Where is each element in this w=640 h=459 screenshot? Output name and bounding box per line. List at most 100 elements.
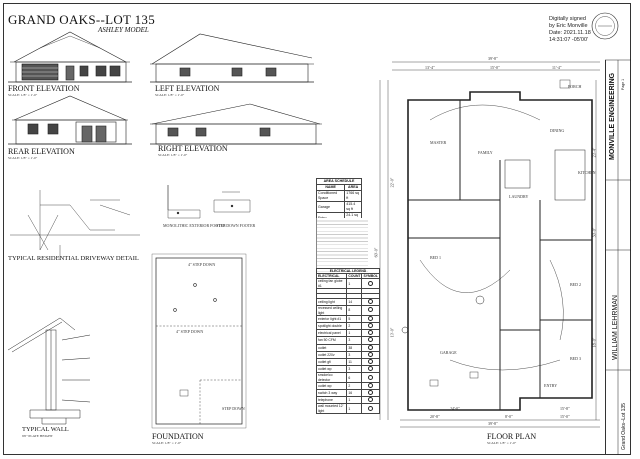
legend-symbol-icon [368, 390, 374, 396]
dimension-label: 39'-8" [488, 56, 498, 61]
table-cell: outlet wp [315, 381, 348, 391]
room-label-porch: PORCH [568, 84, 582, 89]
legend-symbol-icon [368, 359, 374, 365]
rear-elevation-label: REAR ELEVATION [8, 147, 75, 156]
legend-symbol-icon [368, 323, 374, 328]
page-number: Page 1 [621, 78, 625, 90]
table-cell: Conditioned Space [315, 190, 346, 202]
table-cell: telephone [315, 396, 348, 405]
designer-name: WILLIAM LEHRMAN [612, 295, 619, 360]
monolithic-footer-label: MONOLITHIC EXTERIOR FOOTER [163, 223, 226, 228]
driveway-detail-drawing [10, 190, 140, 260]
room-label-bed1: BED 1 [430, 255, 441, 260]
room-label-entry: ENTRY [544, 383, 558, 388]
table-cell [361, 292, 380, 300]
dimension-label: 13'-0" [389, 327, 395, 338]
footer-details-drawing [167, 185, 251, 219]
table-cell: 3 [346, 336, 363, 345]
legend-symbol-icon [368, 374, 374, 380]
table-cell [346, 292, 363, 300]
table-cell: outlet wp [315, 365, 348, 374]
table-cell: 415.4 sq ft [344, 201, 362, 213]
legend-symbol-icon [368, 280, 374, 286]
scale-note: SCALE: 1/8" = 1'-0" [155, 93, 185, 97]
electrical-legend-table: ELECTRICAL LEGEND ELECTRICAL COUNT SYMBO… [315, 267, 380, 414]
dimension-label: 39'-8" [488, 421, 498, 426]
table-cell [315, 292, 348, 300]
table-cell [361, 278, 380, 289]
signature-line: by Eric Monville [549, 23, 588, 29]
scale-note: SCALE: 1/8" = 1'-0" [152, 441, 182, 445]
dimension-label: 8'-0" [505, 414, 513, 419]
table-cell [361, 372, 380, 383]
room-label-bed3: BED 3 [570, 356, 581, 361]
foundation-label: FOUNDATION [152, 432, 204, 441]
dimension-label: 15'-0" [560, 414, 570, 419]
room-label-family: FAMILY [478, 150, 493, 155]
table-cell: outlet 220v [315, 350, 348, 360]
table-cell: exterior light #1 [315, 314, 348, 324]
table-cell: 2 [346, 381, 363, 391]
legend-symbol-icon [368, 299, 374, 305]
table-cell [361, 396, 380, 405]
table-cell: 8 [346, 305, 363, 316]
scale-note: SCALE: 1/8" = 1'-0" [8, 156, 38, 160]
legend-symbol-icon [368, 344, 374, 350]
room-label-laundry: LAUNDRY [509, 194, 529, 199]
table-cell: 2 [346, 321, 363, 331]
legend-symbol-icon [368, 315, 374, 321]
dimension-label: 24'-0" [450, 406, 460, 411]
table-cell: 16 [346, 389, 363, 398]
table-cell: ceiling fan globe #1 [315, 278, 348, 289]
table-cell [361, 343, 380, 352]
front-elevation-drawing [8, 31, 132, 83]
floor-plan-label: FLOOR PLAN [487, 432, 537, 441]
table-cell [361, 336, 380, 345]
table-cell [361, 381, 380, 391]
dimension-label: 22'-0" [389, 177, 395, 188]
signature-line: Date: 2021.11.18 [549, 30, 591, 36]
sheet-border [3, 3, 631, 455]
table-cell: ceiling light [315, 298, 348, 307]
left-elevation-drawing [150, 33, 314, 83]
table-cell: outlet gfi [315, 358, 348, 367]
table-cell: 1766 sq ft [344, 190, 362, 202]
table-cell: wall mounted 12' light [315, 403, 348, 414]
front-elevation-label: FRONT ELEVATION [8, 84, 80, 93]
legend-symbol-icon [368, 366, 374, 372]
left-elevation-label: LEFT ELEVATION [155, 84, 220, 93]
legend-symbol-icon [368, 397, 374, 403]
dimension-label: 18'-0" [591, 337, 597, 348]
dimension-label: 20'-8" [430, 414, 440, 419]
table-cell: 1 [346, 396, 363, 405]
scale-note: SCALE: 1/8" = 1'-0" [158, 153, 188, 157]
table-cell: recessed ceiling light [315, 305, 348, 316]
table-cell: smoke/co detector [315, 372, 348, 383]
typical-wall-drawing [7, 317, 91, 425]
general-notes [316, 218, 368, 272]
electrical-legend-title: ELECTRICAL LEGEND [316, 267, 380, 275]
legend-symbol-icon [368, 405, 374, 411]
table-cell: switch 3 way [315, 389, 348, 398]
step-down-note: STEP DOWN [222, 406, 245, 411]
table-cell [361, 358, 380, 367]
table-cell: 5 [346, 314, 363, 324]
electrical-legend-header: ELECTRICAL [315, 273, 348, 280]
room-label-bed2: BED 2 [570, 282, 581, 287]
electrical-legend-header: SYMBOL [361, 273, 380, 280]
table-row [315, 292, 380, 300]
step-down-note: 4" STEP DOWN [188, 262, 216, 267]
table-cell [361, 305, 380, 316]
